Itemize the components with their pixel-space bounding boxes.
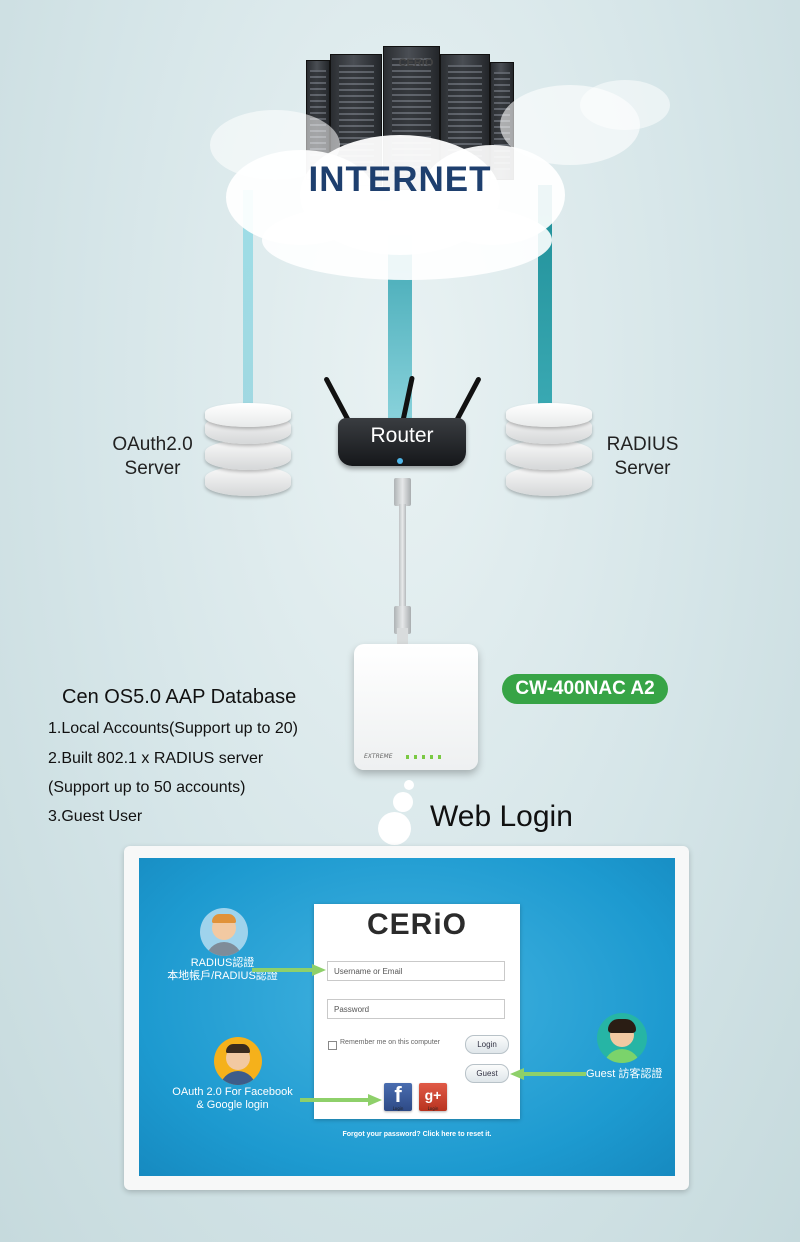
username-field[interactable]: Username or Email xyxy=(327,961,505,981)
access-point-device xyxy=(354,644,478,770)
access-point-brand: EXTREME xyxy=(364,753,393,760)
login-button[interactable]: Login xyxy=(465,1035,509,1054)
facebook-icon: f xyxy=(394,1082,402,1107)
internet-label: INTERNET xyxy=(308,160,492,199)
google-login-button[interactable] xyxy=(419,1083,447,1111)
guest-button[interactable]: Guest xyxy=(465,1064,509,1083)
login-logo: CERiO xyxy=(366,908,467,941)
google-plus-icon: g+ xyxy=(424,1087,442,1103)
web-login-label: Web Login xyxy=(430,800,573,833)
password-field[interactable]: Password xyxy=(327,999,505,1019)
forgot-password-link[interactable]: Forgot your password? Click here to rese… xyxy=(342,1131,492,1138)
guest-user-avatar-icon xyxy=(597,1013,647,1063)
oauth-user-avatar-icon xyxy=(214,1037,262,1085)
oauth-beam xyxy=(243,190,253,410)
database-title: Cen OS5.0 AAP Database xyxy=(62,686,297,708)
radius-user-avatar-icon xyxy=(200,908,248,956)
radius-server-label: RADIUS Server xyxy=(606,434,679,479)
google-login-label: Login xyxy=(427,1106,439,1111)
model-badge: CW-400NAC A2 xyxy=(502,674,668,704)
router-label: Router xyxy=(370,424,434,447)
remember-checkbox[interactable] xyxy=(328,1041,337,1050)
oauth-server-label: OAuth2.0 Server xyxy=(112,434,193,479)
remember-label: Remember me on this computer xyxy=(340,1039,440,1046)
database-item: 2.Built 802.1 x RADIUS server xyxy=(48,750,264,767)
facebook-login-button[interactable] xyxy=(384,1083,412,1111)
access-point-logo: CERiO xyxy=(398,57,434,69)
guest-auth-label: Guest 訪客認證 xyxy=(586,1068,663,1080)
oauth-auth-label: OAuth 2.0 For Facebook & Google login xyxy=(172,1086,293,1111)
database-item: 3.Guest User xyxy=(48,808,143,825)
database-item: 1.Local Accounts(Support up to 20) xyxy=(48,720,298,737)
facebook-login-label: Login xyxy=(392,1106,404,1111)
database-item: (Support up to 50 accounts) xyxy=(48,779,246,796)
radius-auth-label: RADIUS認證 本地帳戶/RADIUS認證 xyxy=(167,957,278,982)
